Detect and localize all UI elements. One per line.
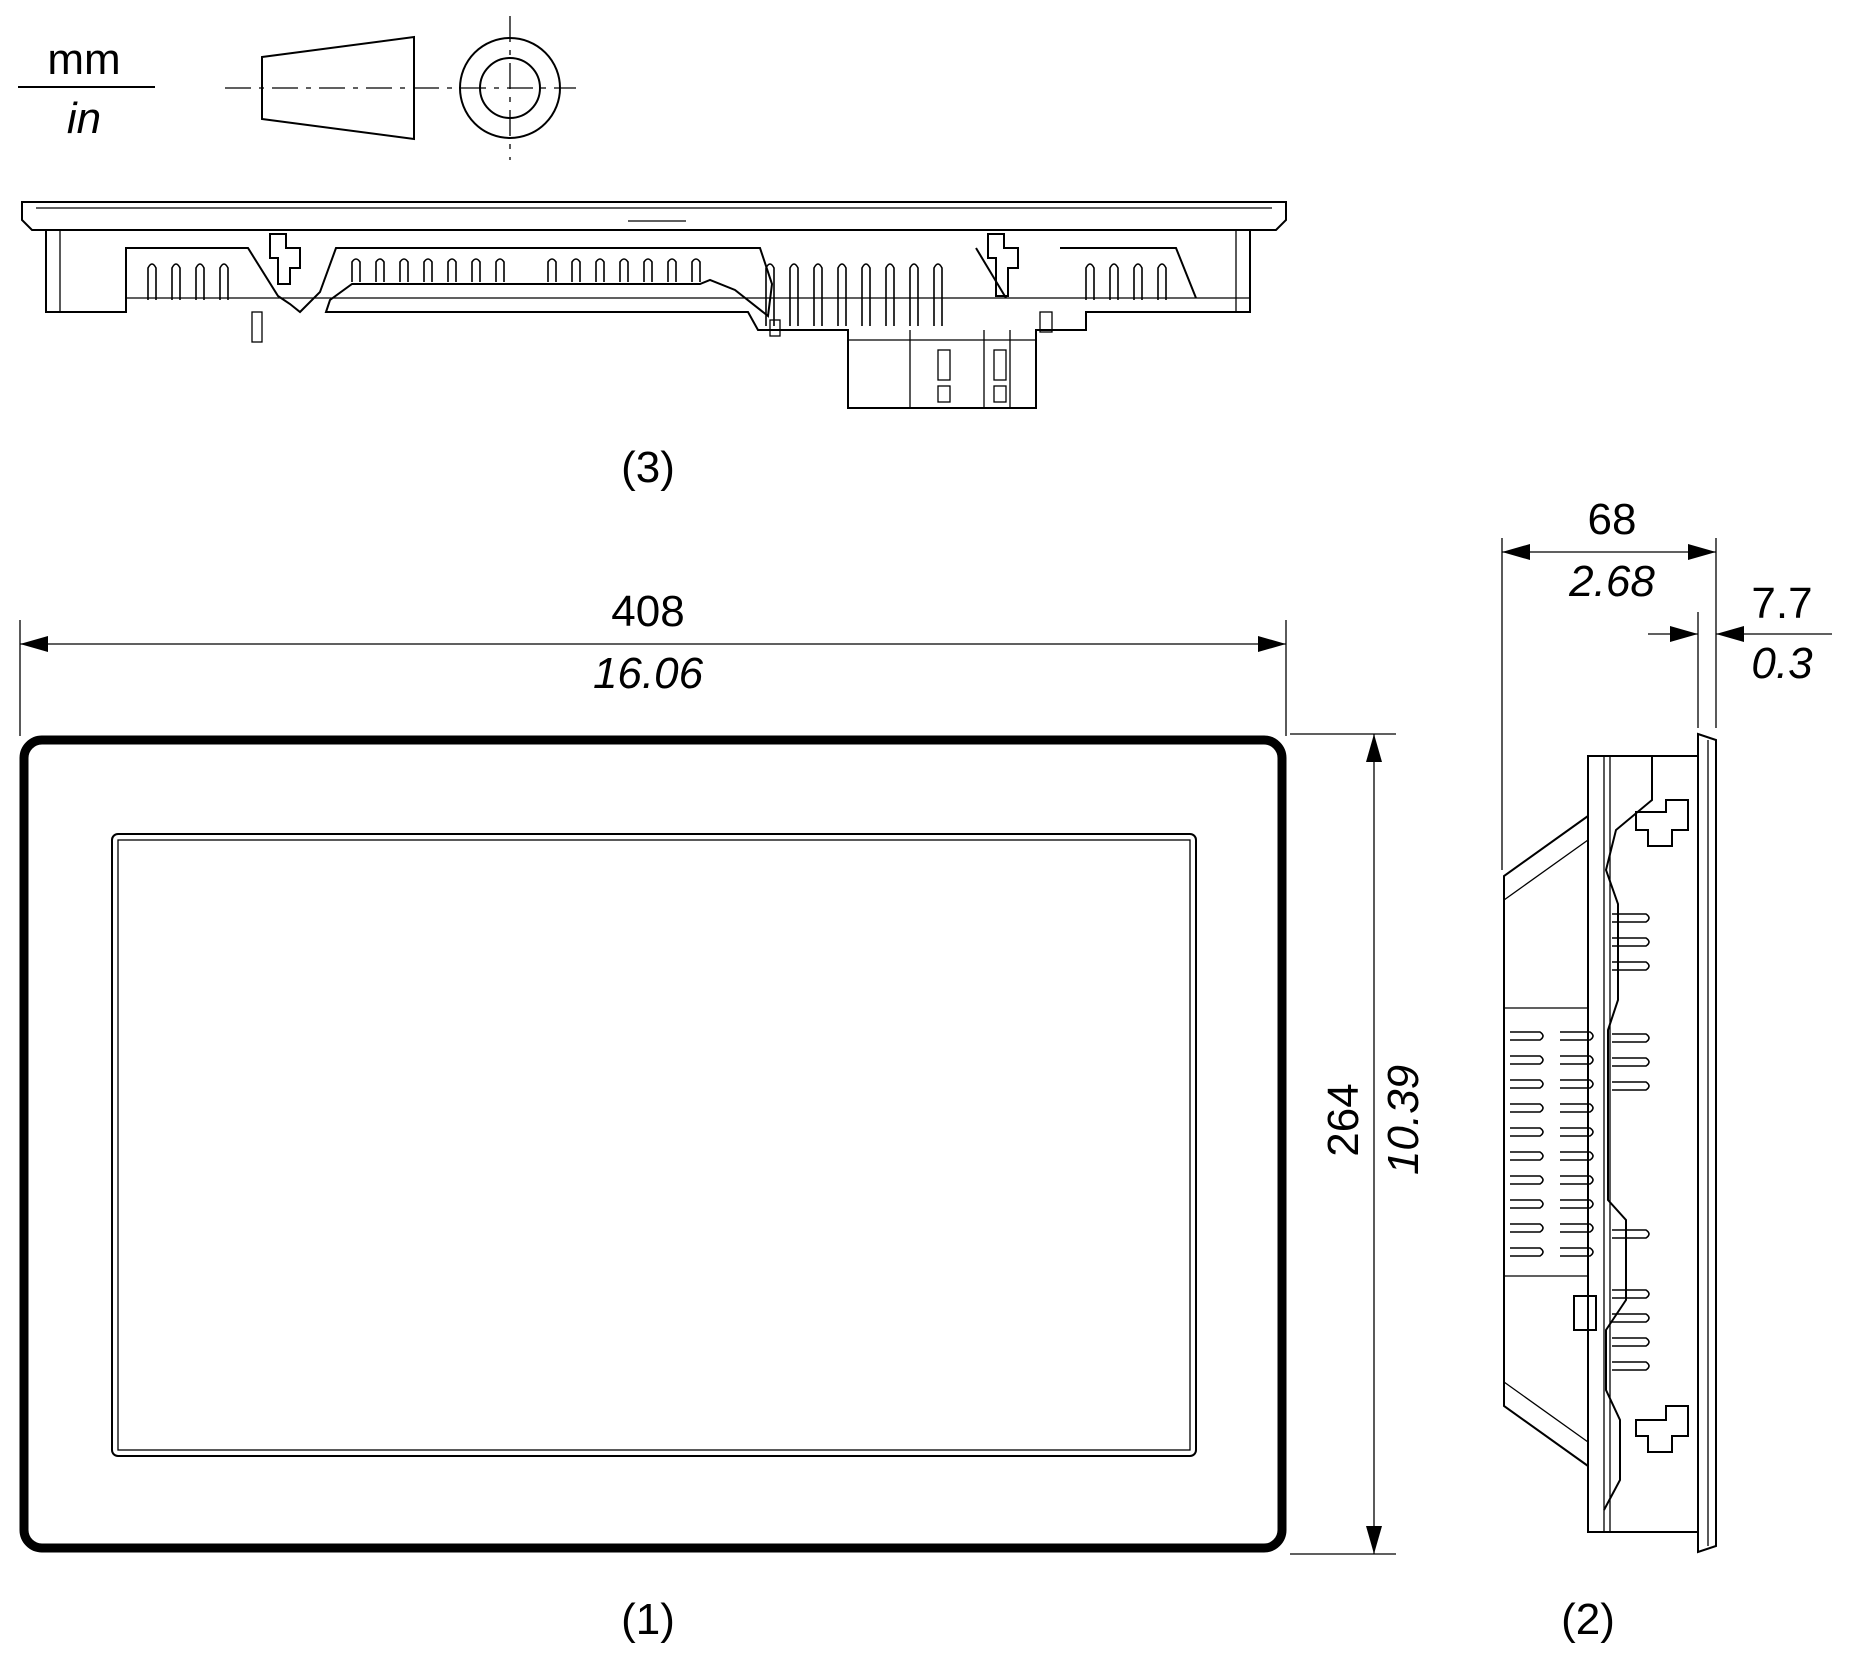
- bezel-dimension: [1648, 612, 1832, 728]
- front-bezel: [19, 735, 1287, 1553]
- unit-in-label: in: [67, 94, 101, 143]
- side-vent-slots: [1510, 913, 1650, 1371]
- depth-in: 2.68: [1568, 557, 1655, 606]
- vent-slots: [147, 258, 1167, 326]
- depth-mm: 68: [1588, 495, 1637, 544]
- height-in: 10.39: [1379, 1065, 1428, 1175]
- screen-area: [111, 833, 1197, 1457]
- unit-mm-label: mm: [47, 35, 120, 84]
- first-angle-projection-icon: [225, 16, 576, 160]
- height-mm: 264: [1319, 1083, 1368, 1156]
- front-view-label: (1): [621, 1595, 675, 1644]
- units-legend: mm in: [18, 35, 155, 143]
- bottom-view-label: (3): [621, 443, 675, 492]
- width-dimension: [19, 620, 1287, 736]
- side-view: [1503, 732, 1717, 1554]
- width-mm: 408: [611, 587, 684, 636]
- depth-dimension: [1501, 538, 1717, 870]
- side-view-label: (2): [1561, 1595, 1615, 1644]
- width-in: 16.06: [593, 649, 704, 698]
- bezel-in: 0.3: [1751, 639, 1813, 688]
- height-dimension: [1290, 733, 1396, 1555]
- bottom-view: [21, 201, 1287, 409]
- front-view: [19, 735, 1287, 1553]
- bezel-mm: 7.7: [1751, 579, 1812, 628]
